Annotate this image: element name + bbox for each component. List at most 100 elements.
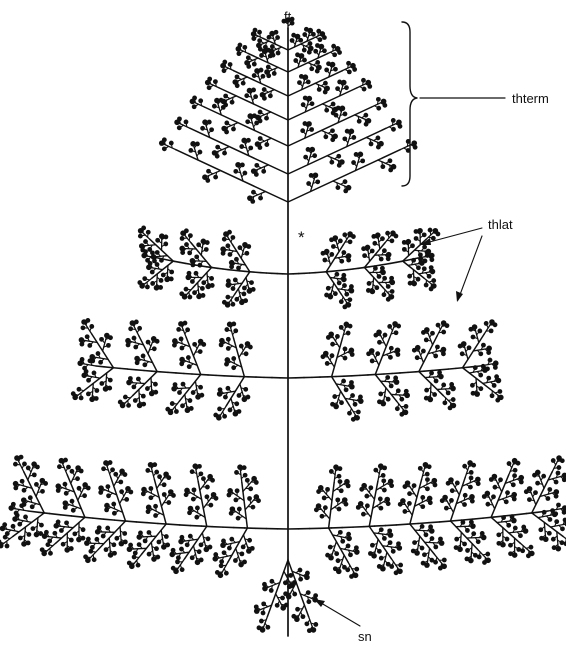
tier-axis — [375, 526, 386, 527]
sporangium-dot — [332, 52, 337, 57]
sporangium-dot — [420, 504, 425, 509]
sporangium-dot — [331, 44, 336, 49]
sporangium-dot — [306, 181, 311, 186]
sporangium-dot — [233, 558, 238, 563]
sporangium-dot — [454, 537, 459, 542]
sporangium-dot — [206, 169, 211, 174]
sporangium-dot — [292, 592, 297, 597]
sporangium-dot — [373, 266, 378, 271]
sporangium-dot — [325, 487, 330, 492]
sporangium-dot — [333, 566, 338, 571]
sporangium-dot — [141, 353, 146, 358]
tier-axis — [386, 525, 397, 526]
sporangium-dot — [207, 85, 212, 90]
sporangium-dot — [315, 179, 320, 184]
sporangium-dot — [81, 325, 86, 330]
sporangium-dot — [224, 362, 229, 367]
sporangium-dot — [145, 386, 150, 391]
sporangium-dot — [368, 485, 373, 490]
sporangium-dot — [235, 83, 240, 88]
tier-axis — [342, 270, 347, 271]
sporangium-dot — [280, 596, 285, 601]
sporangium-dot — [342, 232, 347, 237]
sporangium-dot — [80, 357, 85, 362]
label-thterm: thterm — [512, 91, 549, 106]
sporangium-dot — [179, 361, 184, 366]
tier-axis — [429, 522, 440, 523]
sporangium-dot — [421, 330, 426, 335]
sporangium-dot — [107, 386, 112, 391]
sporangium-dot — [200, 126, 205, 131]
sporangium-dot — [364, 122, 369, 127]
thterm-bracket — [402, 22, 417, 186]
sporangium-dot — [217, 407, 222, 412]
sporangium-dot — [505, 537, 510, 542]
sporangium-dot — [246, 64, 251, 69]
sporangium-dot — [543, 536, 549, 542]
sporangium-dot — [187, 364, 192, 369]
sporangium-dot — [245, 478, 250, 483]
sporangium-dot — [147, 552, 152, 557]
sporangium-dot — [86, 378, 91, 383]
sporangium-dot — [69, 538, 74, 543]
sporangium-dot — [188, 148, 193, 153]
sporangium-dot — [153, 513, 158, 518]
sporangium-dot — [98, 360, 103, 365]
sporangium-dot — [388, 168, 393, 173]
sporangium-dot — [242, 286, 247, 291]
sporangium-dot — [162, 482, 167, 487]
sporangium-dot — [411, 549, 416, 554]
sporangium-dot — [338, 530, 343, 535]
sporangium-dot — [348, 552, 353, 557]
sporangium-dot — [213, 413, 218, 418]
sporangium-dot — [251, 36, 256, 41]
sporangium-dot — [476, 481, 481, 486]
sporangium-dot — [468, 327, 473, 332]
sporangium-dot — [124, 497, 129, 502]
sporangium-dot — [430, 536, 435, 541]
sporangium-dot — [329, 469, 334, 474]
sporangium-dot — [259, 68, 264, 73]
sporangium-dot — [507, 461, 512, 466]
sporangium-dot — [338, 466, 343, 471]
sporangium-dot — [92, 370, 97, 375]
sporangium-dot — [244, 251, 249, 256]
sporangium-dot — [432, 392, 437, 397]
sporangium-dot — [48, 551, 53, 556]
sporangium-dot — [187, 510, 192, 515]
sporangium-dot — [343, 356, 348, 361]
tier-axis — [418, 523, 429, 524]
sporangium-dot — [291, 614, 296, 619]
sporangium-dot — [505, 490, 510, 495]
sporangium-dot — [30, 526, 35, 531]
sporangium-dot — [270, 44, 275, 49]
sporangium-dot — [266, 65, 271, 70]
tier-axis — [180, 525, 191, 526]
sporangium-dot — [508, 551, 513, 556]
sporangium-dot — [157, 474, 162, 479]
sporangium-dot — [342, 283, 347, 288]
sporangium-dot — [407, 274, 412, 279]
sporangium-dot — [165, 407, 170, 412]
sporangium-dot — [284, 603, 289, 608]
sporangium-dot — [112, 511, 117, 516]
sporangium-dot — [191, 497, 196, 502]
sporangium-dot — [204, 247, 209, 252]
sporangium-dot — [201, 342, 206, 347]
sporangium-dot — [169, 277, 174, 282]
sporangium-dot — [101, 534, 106, 539]
sporangium-dot — [85, 334, 90, 339]
sporangium-dot — [501, 515, 506, 520]
sporangium-dot — [484, 321, 489, 326]
sporangium-dot — [442, 400, 447, 405]
sporangium-dot — [186, 355, 191, 360]
tier-axis — [472, 518, 483, 519]
sporangium-dot — [369, 142, 374, 147]
sporangium-dot — [154, 470, 159, 475]
sporangium-dot — [437, 370, 442, 375]
sporangium-dot — [302, 32, 307, 37]
sporangium-dot — [508, 543, 513, 548]
sporangium-dot — [89, 324, 94, 329]
sporangium-dot — [551, 537, 556, 542]
sporangium-dot — [481, 343, 486, 348]
